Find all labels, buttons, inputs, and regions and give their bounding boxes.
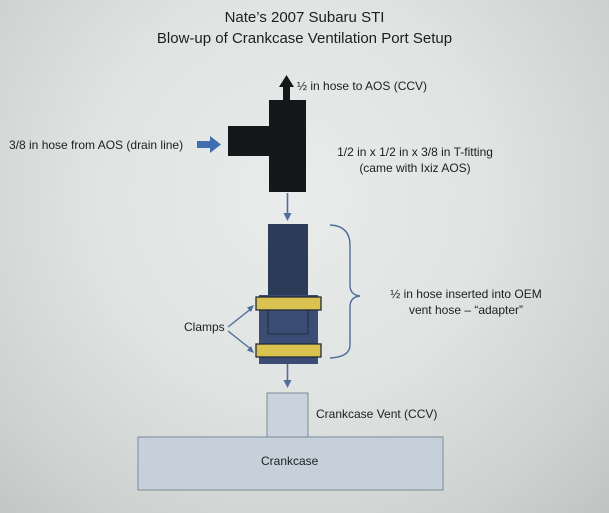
upper-clamp — [255, 296, 322, 311]
hose-from-aos-label: 3/8 in hose from AOS (drain line) — [9, 138, 184, 152]
clamp-pointer-arrows — [227, 305, 254, 353]
crankcase-vent-port — [266, 392, 309, 438]
crankcase-vent-label: Crankcase Vent (CCV) — [316, 407, 438, 421]
title-line-2: Blow-up of Crankcase Ventilation Port Se… — [156, 30, 453, 47]
fitting-to-hose-arrow-icon — [283, 193, 292, 221]
drain-line-arrow-icon — [197, 136, 221, 153]
crankcase-label: Crankcase — [261, 454, 319, 468]
adapter-label-line-2: vent hose – “adapter” — [408, 303, 524, 317]
adapter-label-line-1: ½ in hose inserted into OEM — [390, 287, 542, 301]
tfitting-label-line-1: 1/2 in x 1/2 in x 3/8 in T-fitting — [337, 145, 493, 159]
lower-clamp — [255, 343, 322, 358]
hose-to-vent-arrow-icon — [283, 364, 292, 388]
hose-to-aos-label: ½ in hose to AOS (CCV) — [297, 79, 428, 93]
inner-hose — [268, 224, 308, 304]
tfitting-label-line-2: (came with Ixiz AOS) — [359, 161, 471, 175]
crankcase-block — [137, 436, 444, 491]
t-fitting — [228, 100, 306, 192]
title-line-1: Nate’s 2007 Subaru STI — [224, 9, 385, 26]
clamps-label: Clamps — [184, 320, 225, 334]
up-arrow-icon — [279, 75, 294, 100]
adapter-bracket — [329, 224, 361, 359]
